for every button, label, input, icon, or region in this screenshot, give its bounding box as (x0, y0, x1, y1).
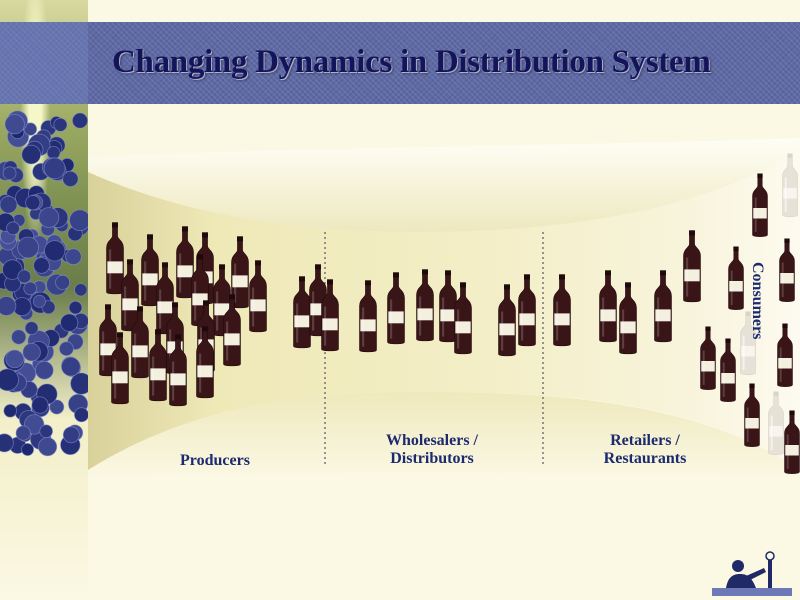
grape (53, 117, 68, 132)
grape (74, 283, 88, 297)
grape (43, 157, 66, 180)
grape (60, 313, 79, 332)
grape (68, 300, 83, 315)
wine-bottle-icon (498, 284, 516, 357)
wine-bottle-icon (654, 270, 672, 343)
funnel-bottom-edge (88, 392, 800, 478)
stage-label-retailers: Retailers / Restaurants (575, 432, 715, 468)
page-title: Changing Dynamics in Distribution System (112, 44, 711, 80)
grape (3, 403, 17, 418)
wine-bottle-icon (387, 272, 405, 345)
stage-label-producers: Producers (150, 452, 280, 470)
grape (2, 166, 17, 181)
grape (0, 368, 19, 392)
grape (4, 114, 25, 135)
grape (24, 321, 39, 336)
grape (69, 209, 88, 231)
wine-bottle-icon (752, 173, 768, 237)
grape (17, 269, 32, 284)
grape (31, 396, 49, 414)
wine-bottle-icon (196, 326, 214, 399)
wine-bottle-icon (416, 269, 434, 342)
grape (17, 236, 40, 259)
grape (33, 257, 50, 274)
wine-bottle-icon (720, 338, 736, 402)
grape (6, 221, 20, 236)
wine-bottle-icon (740, 311, 756, 375)
grape (65, 248, 82, 266)
wine-bottle-icon (131, 306, 149, 379)
wine-bottle-icon (359, 280, 377, 353)
grape (25, 195, 41, 211)
grape (61, 356, 81, 377)
wine-bottle-icon (553, 274, 571, 347)
grape (72, 112, 88, 129)
wine-bottle-icon (782, 153, 798, 217)
wine-bottle-icon (321, 279, 339, 352)
wine-bottle-icon (141, 234, 159, 307)
wine-bottle-icon (784, 410, 800, 474)
stage-label-retailers-line2: Restaurants (603, 450, 687, 467)
wine-bottle-icon (111, 332, 129, 405)
wine-bottle-icon (176, 226, 194, 299)
stage-label-wholesalers: Wholesalers / Distributors (352, 432, 512, 468)
grape (0, 296, 17, 316)
stage-label-retailers-line1: Retailers / (610, 432, 680, 449)
stage-label-consumers: Consumers (748, 262, 766, 339)
grape (39, 424, 53, 439)
grape (62, 170, 79, 187)
grape (0, 433, 14, 453)
grape (21, 144, 42, 165)
grape (35, 360, 54, 380)
wine-bottle-icon (777, 323, 793, 387)
wine-bottle-icon (249, 260, 267, 333)
grape (21, 442, 35, 456)
grape (15, 425, 31, 441)
grape (38, 207, 60, 228)
stage-label-wholesalers-line2: Distributors (390, 450, 474, 467)
figure-logo-icon (712, 551, 792, 596)
wine-bottle-icon (779, 238, 795, 302)
grape (23, 281, 38, 296)
grape (62, 426, 80, 444)
stage-label-wholesalers-line1: Wholesalers / (386, 432, 478, 449)
grape (32, 294, 46, 308)
grape (44, 240, 66, 262)
stage-label-producers-text: Producers (180, 452, 250, 469)
wine-bottle-icon (768, 391, 784, 455)
grape (70, 372, 88, 395)
wine-bottle-icon (599, 270, 617, 343)
wine-bottle-icon (683, 230, 701, 303)
funnel-top-edge (88, 138, 800, 232)
grape (5, 349, 24, 369)
grape (11, 329, 27, 345)
grape (22, 343, 41, 362)
wine-bottle-icon (439, 270, 457, 343)
wine-bottle-icon (744, 383, 760, 447)
grape (0, 195, 18, 214)
grape (2, 259, 23, 280)
grape (49, 399, 65, 415)
wine-bottle-icon (231, 236, 249, 309)
wine-bottle-icon (518, 274, 536, 347)
wine-bottle-icon (454, 282, 472, 355)
wine-bottle-icon (106, 222, 124, 295)
grape (74, 407, 88, 423)
wine-bottle-icon (223, 294, 241, 367)
wine-bottle-icon (700, 326, 716, 390)
wine-bottle-icon (728, 246, 744, 310)
wine-bottle-icon (149, 329, 167, 402)
title-band-corner (0, 22, 88, 104)
wine-bottle-icon (169, 334, 187, 407)
grape (59, 341, 74, 357)
grape (55, 274, 71, 290)
wine-bottle-icon (619, 282, 637, 355)
title-band (0, 22, 800, 104)
wine-bottle-icon (293, 276, 311, 349)
stage-label-consumers-text: Consumers (749, 262, 766, 340)
